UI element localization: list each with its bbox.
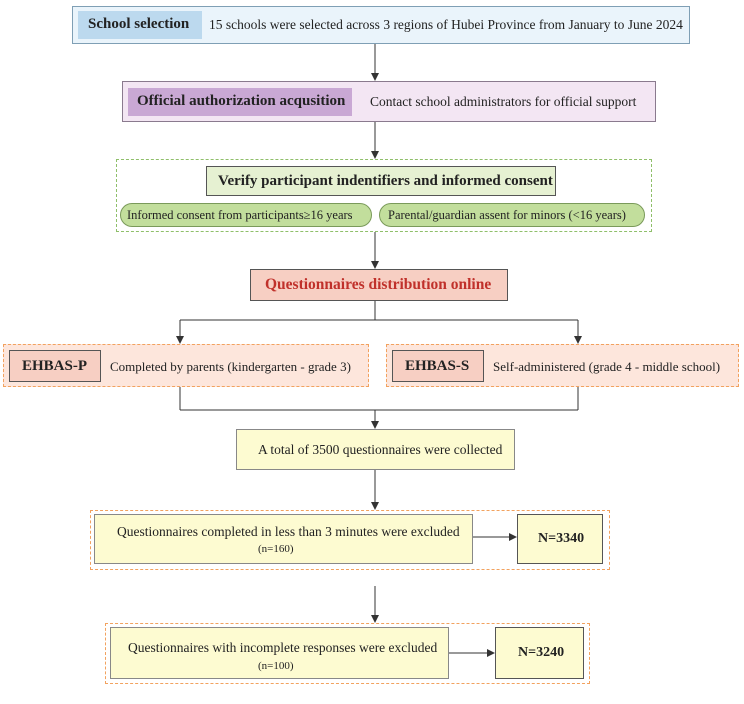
exclusion-2-result-box: N=3240 bbox=[495, 627, 584, 679]
school-selection-label: School selection bbox=[88, 16, 190, 32]
exclusion-1-result: N=3340 bbox=[538, 531, 585, 546]
authorization-label-box: Official authorization acqusition bbox=[128, 88, 352, 116]
school-selection-text: 15 schools were selected across 3 region… bbox=[209, 17, 683, 32]
ehbas-p-label-box: EHBAS-P bbox=[9, 350, 101, 382]
distribution-label: Questionnaires distribution online bbox=[265, 276, 492, 293]
consent-left-pill-text: Informed consent from participants≥16 ye… bbox=[127, 208, 353, 222]
ehbas-p-text: Completed by parents (kindergarten - gra… bbox=[110, 359, 351, 374]
exclusion-2-result: N=3240 bbox=[518, 645, 565, 660]
collected-box: A total of 3500 questionnaires were coll… bbox=[236, 429, 515, 470]
consent-right-pill-text: Parental/guardian assent for minors (<16… bbox=[388, 208, 626, 222]
ehbas-s-container: EHBAS-S Self-administered (grade 4 - mid… bbox=[386, 344, 739, 387]
school-selection-label-box: School selection bbox=[78, 11, 202, 39]
consent-left-pill: Informed consent from participants≥16 ye… bbox=[120, 203, 372, 227]
distribution-box: Questionnaires distribution online bbox=[250, 269, 508, 301]
ehbas-s-label: EHBAS-S bbox=[405, 358, 470, 374]
authorization-box: Official authorization acqusition Contac… bbox=[122, 81, 656, 122]
consent-title: Verify participant indentifiers and info… bbox=[218, 173, 553, 189]
exclusion-2-text: Questionnaires with incomplete responses… bbox=[128, 640, 438, 655]
consent-title-box: Verify participant indentifiers and info… bbox=[206, 166, 556, 196]
exclusion-1-result-box: N=3340 bbox=[517, 514, 603, 564]
authorization-text: Contact school administrators for offici… bbox=[370, 94, 637, 109]
consent-right-pill: Parental/guardian assent for minors (<16… bbox=[379, 203, 645, 227]
exclusion-2-container bbox=[105, 623, 590, 684]
school-selection-box: School selection 15 schools were selecte… bbox=[72, 6, 690, 44]
consent-container bbox=[116, 159, 652, 232]
ehbas-s-text: Self-administered (grade 4 - middle scho… bbox=[493, 359, 721, 374]
exclusion-1-text: Questionnaires completed in less than 3 … bbox=[117, 524, 460, 539]
collected-text: A total of 3500 questionnaires were coll… bbox=[258, 442, 503, 457]
exclusion-1-count: (n=160) bbox=[258, 543, 294, 555]
authorization-label: Official authorization acqusition bbox=[137, 93, 346, 109]
ehbas-p-label: EHBAS-P bbox=[22, 358, 88, 374]
exclusion-2-box: Questionnaires with incomplete responses… bbox=[110, 627, 449, 679]
exclusion-1-box: Questionnaires completed in less than 3 … bbox=[94, 514, 473, 564]
exclusion-2-count: (n=100) bbox=[258, 660, 294, 672]
ehbas-p-container: EHBAS-P Completed by parents (kindergart… bbox=[3, 344, 369, 387]
ehbas-s-label-box: EHBAS-S bbox=[392, 350, 484, 382]
exclusion-1-container bbox=[90, 510, 610, 570]
